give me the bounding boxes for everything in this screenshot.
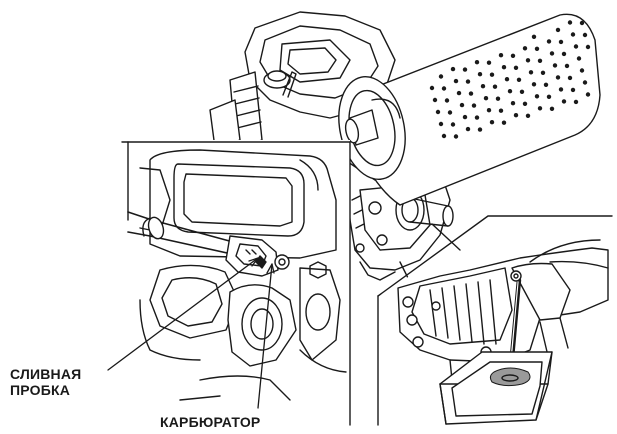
perforation-hole: [567, 75, 573, 81]
perforation-hole: [537, 106, 543, 111]
perforation-hole: [435, 109, 441, 115]
perforation-hole: [456, 90, 462, 96]
oil-drain-inset: [377, 215, 613, 426]
perforation-hole: [510, 101, 516, 106]
perforation-hole: [555, 75, 561, 80]
perforation-hole: [540, 70, 546, 76]
perforation-hole: [513, 113, 519, 118]
perforation-hole: [483, 96, 489, 101]
perforation-hole: [543, 82, 549, 88]
perforation-hole: [498, 108, 504, 113]
perforation-hole: [558, 39, 564, 45]
perforation-hole: [549, 51, 555, 56]
perforation-hole: [579, 20, 585, 26]
perforation-hole: [432, 97, 438, 103]
callout-leaders: [107, 257, 275, 409]
perforation-hole: [468, 91, 474, 96]
perforation-hole: [561, 99, 567, 104]
perforation-hole: [531, 82, 537, 87]
perforation-hole: [534, 46, 540, 51]
drain-plug-label: СЛИВНАЯ ПРОБКА: [10, 366, 81, 398]
perforation-hole: [585, 92, 591, 97]
perforation-hole: [522, 101, 528, 107]
perforation-hole: [501, 120, 507, 125]
perforation-hole: [576, 56, 582, 61]
perforation-hole: [546, 94, 552, 100]
perforation-hole: [450, 122, 456, 127]
perforation-hole: [489, 120, 495, 125]
perforation-hole: [534, 94, 540, 99]
perforation-hole: [447, 110, 453, 115]
perforation-hole: [537, 58, 543, 63]
perforation-hole: [516, 77, 522, 83]
perforation-hole: [495, 96, 501, 101]
perforation-hole: [549, 106, 555, 112]
perforation-hole: [528, 70, 534, 75]
perforation-hole: [465, 126, 471, 132]
perforation-hole: [441, 86, 447, 91]
perforation-hole: [486, 60, 492, 65]
perforation-hole: [585, 44, 591, 50]
drain-plug-label-line1: СЛИВНАЯ: [10, 366, 82, 382]
perforation-hole: [570, 32, 576, 37]
drain-plug-label-line2: ПРОБКА: [10, 382, 71, 398]
perforation-hole: [438, 74, 444, 79]
perforation-hole: [501, 65, 507, 70]
carburetor-label: КАРБЮРАТОР: [160, 414, 261, 430]
muffler-perforations: [429, 20, 591, 139]
perforation-hole: [459, 102, 465, 108]
perforation-hole: [546, 39, 552, 44]
perforation-hole: [579, 68, 585, 73]
perforation-hole: [525, 58, 531, 63]
perforation-hole: [477, 72, 483, 77]
perforation-hole: [582, 32, 588, 38]
perforation-hole: [564, 63, 570, 69]
perforation-hole: [504, 77, 510, 82]
perforation-hole: [561, 51, 567, 57]
perforation-hole: [498, 53, 504, 58]
perforation-hole: [480, 84, 486, 89]
perforation-hole: [573, 44, 579, 49]
perforation-hole: [438, 121, 444, 127]
perforation-hole: [444, 98, 450, 103]
perforation-hole: [441, 133, 447, 139]
perforation-hole: [492, 84, 498, 89]
perforation-hole: [525, 113, 531, 119]
perforation-hole: [510, 53, 516, 58]
perforation-hole: [450, 66, 456, 72]
perforation-hole: [570, 87, 576, 93]
perforation-hole: [465, 79, 471, 84]
muffler: [338, 13, 601, 206]
perforation-hole: [555, 27, 561, 33]
carburetor-inset: [120, 140, 351, 426]
perforation-hole: [486, 108, 492, 113]
perforation-hole: [522, 46, 528, 51]
perforation-hole: [582, 80, 588, 85]
perforation-hole: [513, 65, 519, 71]
drain-plug-leader: [107, 257, 259, 371]
perforation-hole: [471, 103, 477, 108]
perforation-hole: [453, 78, 459, 84]
perforation-hole: [474, 115, 480, 120]
perforation-hole: [462, 114, 468, 120]
perforation-hole: [531, 34, 537, 39]
perforation-hole: [558, 87, 564, 92]
perforation-hole: [567, 20, 573, 25]
perforation-hole: [489, 72, 495, 77]
perforation-hole: [474, 60, 480, 65]
perforation-hole: [462, 67, 468, 72]
perforation-hole: [477, 127, 483, 132]
perforation-hole: [507, 89, 513, 94]
perforation-hole: [453, 134, 459, 139]
perforation-hole: [552, 63, 558, 68]
perforation-hole: [429, 85, 435, 91]
perforation-hole: [573, 99, 579, 105]
perforation-hole: [519, 89, 525, 95]
carburetor-leader: [257, 263, 273, 409]
